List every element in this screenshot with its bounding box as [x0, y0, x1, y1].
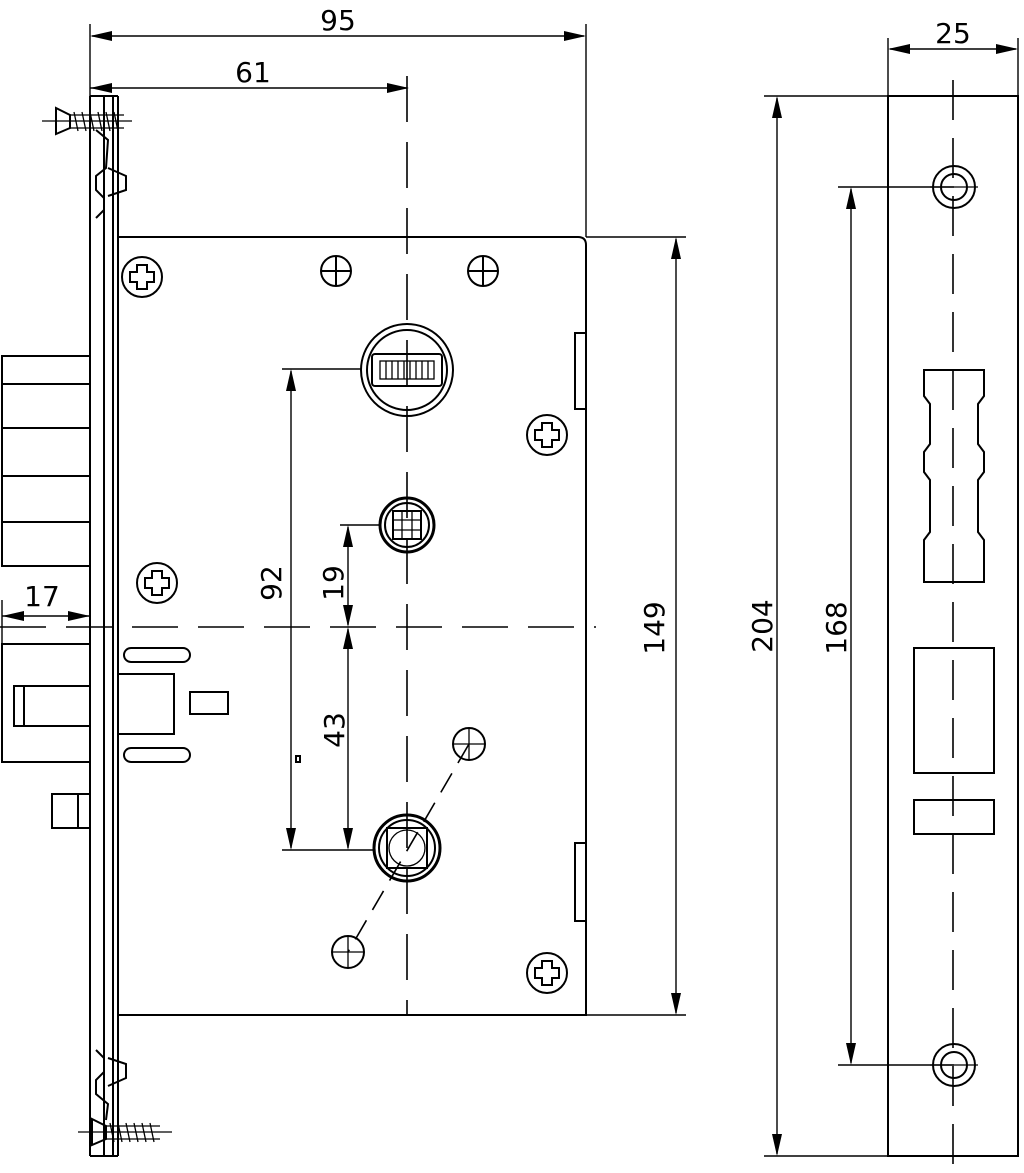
dimension-label-92: 92	[255, 565, 288, 601]
dimension-latch-projection: 17	[1, 580, 90, 644]
dimension-label-204: 204	[746, 599, 779, 652]
dimension-handle-to-cylinder: 92	[255, 368, 374, 851]
case-screw-top-left	[121, 256, 163, 298]
faceplate-latch-opening	[913, 647, 995, 774]
dimension-label-149: 149	[638, 601, 671, 654]
dimension-hole-spacing: 168	[820, 186, 954, 1066]
deadbolt-side	[1, 355, 91, 567]
top-fixing-screw	[42, 106, 132, 136]
case-screw-right-upper	[526, 414, 568, 456]
dimension-backset: 61	[90, 56, 409, 93]
case-screw-left-middle	[136, 562, 178, 604]
dimension-label-43: 43	[318, 712, 351, 748]
latch-mechanism	[117, 647, 301, 763]
dimension-label-168: 168	[820, 601, 853, 654]
dimension-label-19: 19	[317, 565, 350, 601]
latch-bolt-side	[1, 643, 91, 829]
through-hole-right	[467, 255, 499, 287]
through-hole-left	[320, 255, 352, 287]
bottom-spring-clip	[95, 1049, 127, 1121]
dimension-spindle-to-axis: 19	[317, 524, 380, 627]
case-screw-bottom-right	[526, 952, 568, 994]
dimension-total-width: 95	[89, 4, 587, 237]
faceplate-auxiliary-opening	[913, 799, 995, 835]
forend-side-view	[89, 95, 119, 1157]
dimension-label-95: 95	[320, 4, 356, 37]
dimension-axis-to-cylinder: 43	[318, 627, 353, 850]
diagonal-centerline	[331, 727, 486, 969]
dimension-faceplate-width: 25	[887, 17, 1019, 96]
bottom-fixing-screw	[78, 1117, 172, 1147]
dimension-label-25: 25	[935, 17, 971, 50]
dimension-label-17: 17	[24, 580, 60, 613]
faceplate-front-view	[887, 80, 1019, 1170]
dimension-label-61: 61	[235, 56, 271, 89]
top-spring-clip	[95, 129, 127, 219]
lock-case	[118, 236, 587, 1016]
dimension-faceplate-height: 204	[746, 95, 888, 1157]
faceplate-deadbolt-opening	[923, 369, 985, 583]
dimension-case-height: 149	[586, 236, 686, 1016]
center-lines	[0, 76, 596, 1015]
